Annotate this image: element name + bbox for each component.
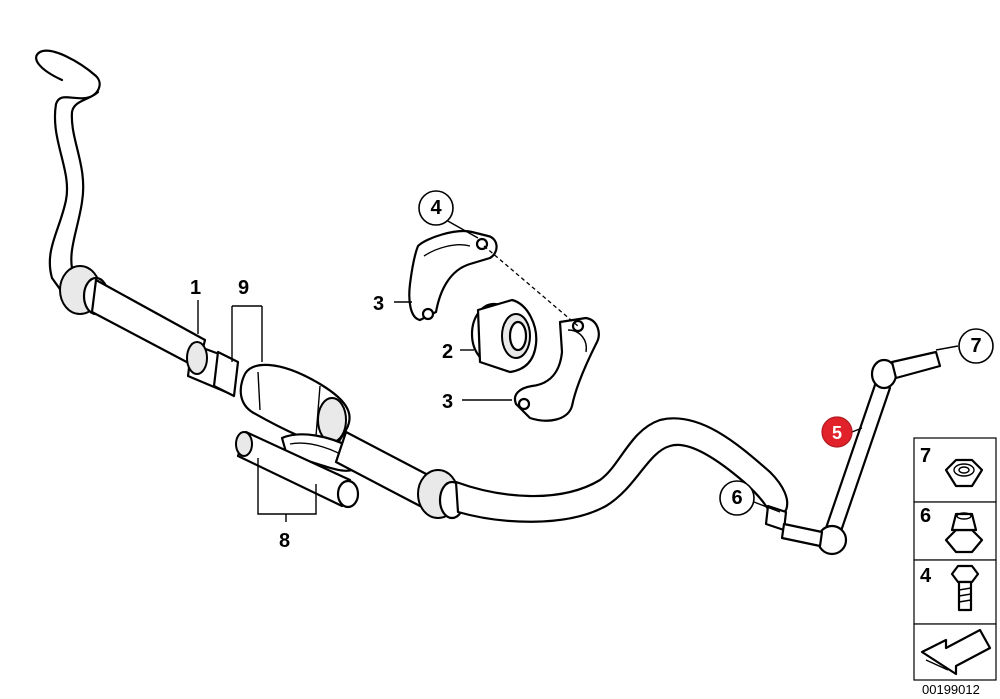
callout-1: 1: [190, 277, 201, 299]
hardware-legend: 7 6 4: [913, 437, 997, 681]
callout-3-lower: 3: [442, 391, 453, 413]
hex-bolt-icon: [950, 564, 980, 612]
rubber-bushing[interactable]: [470, 298, 538, 374]
callout-5-highlighted[interactable]: 5: [821, 416, 853, 448]
callout-leaders: [197, 219, 959, 522]
callout-5-number: 5: [832, 423, 842, 443]
callout-4-number: 4: [430, 197, 442, 219]
bracket-lower[interactable]: [513, 316, 600, 422]
callout-4: 4: [418, 190, 454, 226]
nut-icon: [944, 458, 984, 488]
legend-number-4: 4: [920, 565, 932, 587]
callout-6: 6: [719, 480, 755, 516]
document-id: 00199012: [922, 682, 980, 697]
legend-number-6: 6: [920, 505, 931, 527]
direction-arrow-icon: [920, 628, 992, 676]
callout-3-upper: 3: [373, 293, 384, 315]
callout-8: 8: [279, 530, 290, 552]
callout-6-number: 6: [731, 487, 742, 509]
callout-7-number: 7: [970, 335, 981, 357]
bracket-upper[interactable]: [408, 230, 498, 322]
legend-number-7: 7: [920, 445, 931, 467]
stabilizer-link[interactable]: [780, 350, 942, 556]
callout-7: 7: [958, 328, 994, 364]
callout-2: 2: [442, 341, 453, 363]
self-locking-nut-icon: [944, 512, 984, 554]
callout-9: 9: [238, 277, 249, 299]
stabilizer-bar[interactable]: [35, 49, 789, 532]
